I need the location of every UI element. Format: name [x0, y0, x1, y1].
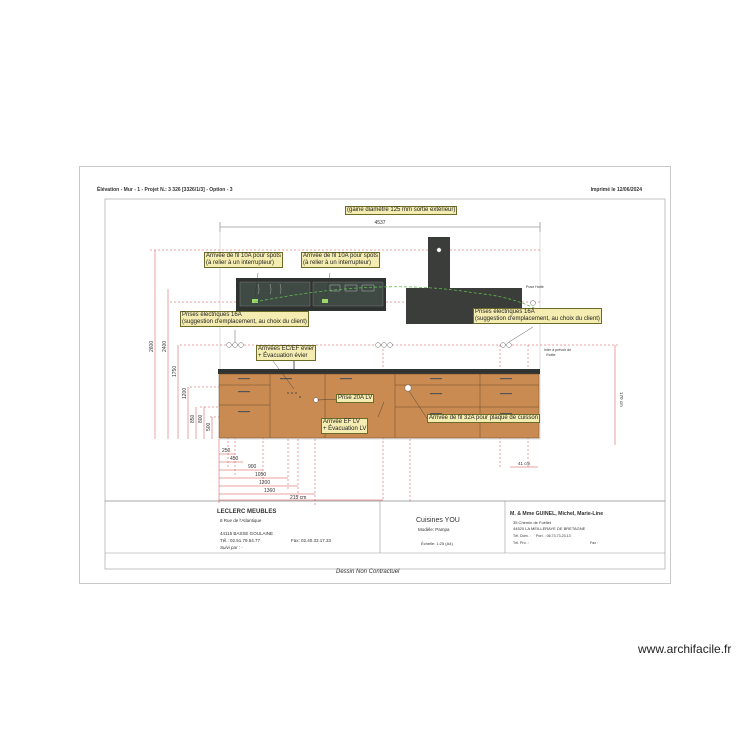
store-fax: Fax: 02.40.33.17.33 [291, 538, 332, 543]
store-city: 44115 BASSE GOULAINE [220, 531, 273, 536]
store-tel: Tél.: 02.51.79.54.77 [220, 538, 261, 543]
client-city: 44520 LA MEILLERAYE DE BRETAGNE [513, 526, 586, 531]
dim-bottom-250: 250 [222, 448, 231, 454]
model: Modèle: Pampa [418, 527, 450, 532]
store-name: LECLERC MEUBLES [217, 509, 277, 515]
dim-height-2600: 2600 [149, 341, 155, 352]
callout-fil-32a: Arrivée de fil 32A pour plaque de cuisso… [427, 414, 541, 423]
sheet-header-right: Imprimé le 12/06/2024 [590, 187, 642, 193]
followed-by: Suivi par : - [220, 545, 243, 550]
dim-bottom-900: 900 [248, 464, 257, 470]
dim-height-800: 800 [198, 414, 204, 423]
note-inter-2: l'hotte [546, 353, 556, 357]
footer-note: Dessin Non Contractuel [336, 569, 400, 575]
dim-height-2400: 2400 [162, 341, 168, 352]
client-port: Port. : 06.73.73.23.13 [536, 534, 571, 538]
brand: Cuisines YOU [416, 517, 460, 524]
callout-prise-20a: Prise 20A LV [336, 394, 375, 403]
callout-spots-left: Arrivée de fil 10A pour spots (à relier … [204, 252, 284, 268]
client-pro: Tél. Pro. : [513, 541, 529, 545]
scale: Échelle: 1:25 (A4) [421, 541, 453, 546]
drawing-sheet: Élévation - Mur - 1 - Projet N.: 3 326 [… [79, 166, 671, 584]
worktop [218, 369, 540, 374]
dim-right-height: 170 cm [619, 392, 624, 407]
base-cabinets [218, 373, 540, 439]
elevation-drawing: 4537 [104, 198, 666, 570]
sheet-header-left: Élévation - Mur - 1 - Projet N.: 3 326 [… [97, 187, 233, 193]
client-dom: Tél. Dom. : [513, 534, 531, 538]
callout-prises-right: Prises électriques 16A (suggestion d'emp… [473, 308, 602, 324]
client-street: 35 Chemin de Foéllet [513, 520, 552, 525]
client-fax: Fax : [590, 541, 598, 545]
dim-bottom-450: 450 [230, 456, 239, 462]
dim-right-bottom: 41 cm [518, 461, 531, 466]
note-hotte: Pose Hotte [526, 285, 544, 289]
dim-top-width: 4537 [374, 220, 385, 226]
callout-ec-ef: Arrivées EC/EF évier + Évacuation évier [256, 345, 317, 361]
callout-ef-lv: Arrivée EF LV + Évacuation LV [321, 418, 369, 434]
dim-height-1200: 1200 [182, 388, 188, 399]
callout-prises-left: Prises électriques 16A (suggestion d'emp… [180, 311, 309, 327]
dim-height-1750: 1750 [172, 366, 178, 377]
watermark: www.archifacile.fr [638, 642, 732, 656]
dim-bottom-1050: 1050 [255, 472, 266, 478]
callout-spots-right: Arrivée de fil 10A pour spots (à relier … [301, 252, 381, 268]
dim-bottom-1200: 1200 [259, 480, 270, 486]
store-street: 8 Rue de l'Atlantique [220, 518, 262, 523]
dim-bottom-1360: 1360 [264, 488, 275, 494]
dim-height-850: 850 [190, 414, 196, 423]
dim-bottom-215: 215 cm [290, 495, 306, 501]
dim-height-500: 500 [206, 422, 212, 431]
client-name: M. & Mme GUINEL, Michel, Marie-Line [510, 511, 604, 517]
note-inter-1: Inter à prévoir de [544, 348, 572, 352]
hood-chimney [428, 237, 450, 289]
callout-gaine: (gaine diamètre 125 mm sortie extérieur) [345, 206, 458, 215]
